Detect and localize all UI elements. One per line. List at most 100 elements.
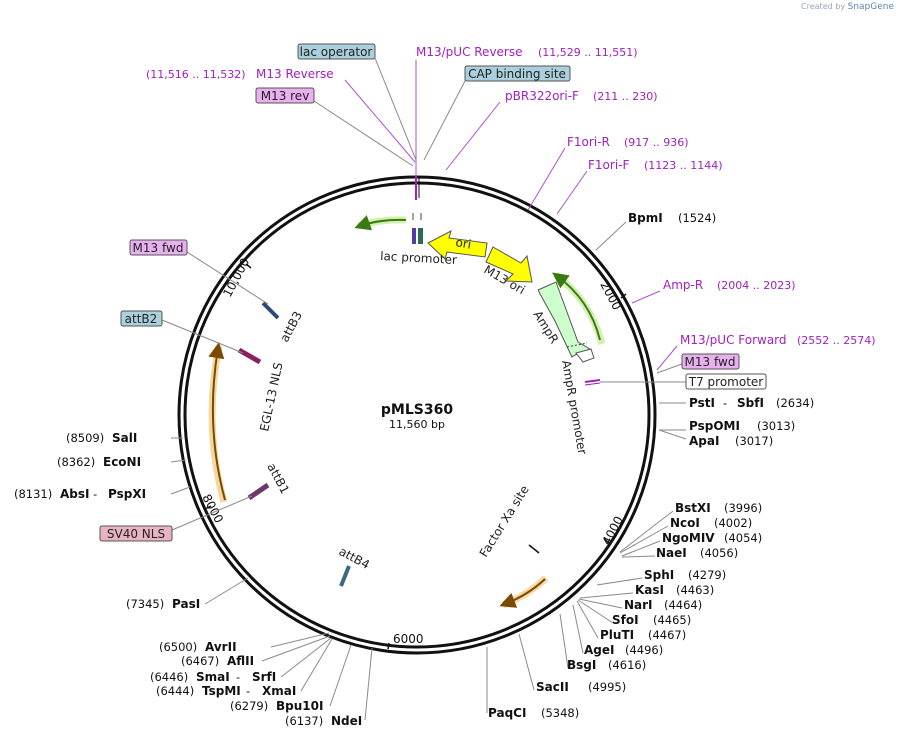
enzyme-pos: (6137) — [285, 714, 323, 728]
feature-leaders — [161, 57, 686, 531]
enzyme-pos: (3013) — [757, 419, 795, 433]
credit-prefix: Created by — [801, 2, 846, 11]
primer-name: M13/pUC Reverse — [416, 45, 523, 59]
lac-operator-label: lac operator — [300, 45, 373, 59]
primer-pos: (11,529 .. 11,551) — [538, 46, 638, 59]
enzyme-name: PluTI — [600, 628, 634, 642]
enzyme-name: SphI — [644, 568, 674, 582]
t7-promoter-box — [685, 373, 767, 390]
enzyme-agei: AgeI (4496) — [584, 643, 663, 657]
egl13-nls-label: EGL-13 NLS — [257, 361, 285, 432]
t7-promoter-label: T7 promoter — [688, 375, 764, 389]
enzyme-pos: (3017) — [735, 434, 773, 448]
cap-binding-box — [464, 65, 571, 82]
enzyme-name: PspOMI — [689, 419, 740, 433]
enzyme-pasi: (7345) PasI — [126, 597, 200, 611]
primer-name: M13 Reverse — [256, 67, 334, 81]
enzyme-pos: (8509) — [66, 431, 104, 445]
enzyme-pos: (2634) — [776, 396, 814, 410]
primer-name: M13/pUC Forward — [680, 333, 787, 347]
snapgene-credit: Created by SnapGene — [801, 2, 894, 12]
primer-name: F1ori-R — [567, 135, 610, 149]
enzyme-leaders — [170, 221, 687, 721]
lac-promoter-mark — [412, 228, 416, 244]
primer-pos: (1123 .. 1144) — [644, 159, 723, 172]
attb3-label: attB3 — [277, 309, 305, 344]
enzyme-smai-srfi: (6446) SmaI - SrfI — [150, 670, 276, 684]
enzyme-name: SfoI — [612, 613, 639, 627]
primer-m13puc-forward: M13/pUC Forward (2552 .. 2574) — [680, 333, 876, 347]
enzyme-kasi: KasI (4463) — [635, 583, 714, 597]
enzyme-name: SmaI — [196, 670, 230, 684]
primer-m13-reverse: (11,516 .. 11,532) M13 Reverse — [146, 67, 334, 81]
m13-fwd-left-label: M13 fwd — [133, 241, 184, 255]
enzyme-tspmi-xmai: (6444) TspMI - XmaI — [156, 684, 296, 698]
enzyme-name: PaqCI — [488, 706, 526, 720]
enzyme-bpmi: BpmI (1524) — [628, 211, 716, 225]
enzyme-sep: - — [246, 684, 250, 698]
enzyme-name: TspMI — [202, 684, 241, 698]
enzyme-econi: (8362) EcoNI — [57, 455, 141, 469]
tick-label-2000: 2000 — [597, 279, 624, 313]
enzyme-name: AgeI — [584, 643, 614, 657]
enzyme-naei: NaeI (4056) — [656, 546, 738, 560]
enzyme-pos: (6444) — [156, 684, 194, 698]
enzyme-name-2: SrfI — [252, 670, 276, 684]
enzyme-name: AvrII — [205, 640, 237, 654]
enzyme-name: AbsI — [60, 487, 89, 501]
enzyme-name: NcoI — [670, 516, 700, 530]
enzyme-ndei: (6137) NdeI — [285, 714, 362, 728]
enzyme-sfoi: SfoI (4465) — [612, 613, 691, 627]
enzyme-pos: (6446) — [150, 670, 188, 684]
feature-arc-factorxa-orange — [501, 575, 549, 609]
feature-arc-factorxa-orange-line — [499, 578, 546, 608]
enzyme-sacii: SacII (4995) — [536, 680, 626, 694]
m13-ori-arrow — [485, 246, 533, 283]
enzyme-name: ApaI — [689, 434, 719, 448]
enzyme-sphi: SphI (4279) — [644, 568, 726, 582]
lac-promoter-label: lac promoter — [380, 249, 457, 267]
enzyme-pluti: PluTI (4467) — [600, 628, 686, 642]
primer-pos: (11,516 .. 11,532) — [146, 68, 246, 81]
enzyme-name: NgoMIV — [662, 531, 715, 545]
plasmid-size: 11,560 bp — [389, 418, 445, 431]
enzyme-psti-sbfi: PstI - SbfI (2634) — [689, 396, 814, 410]
ori-label: ori — [454, 235, 472, 251]
enzyme-pos: (6467) — [181, 654, 219, 668]
ampr-promoter-label: AmpR promoter — [559, 359, 589, 455]
enzyme-paqci: PaqCI (5348) — [488, 706, 579, 720]
enzyme-name: PasI — [172, 597, 200, 611]
primer-pos: (211 .. 230) — [593, 90, 658, 103]
enzyme-name: EcoNI — [103, 455, 141, 469]
primer-name: pBR322ori-F — [505, 89, 579, 103]
tick-label-6000: 6000 — [393, 632, 424, 646]
enzyme-aflii: (6467) AflII — [181, 654, 254, 668]
enzyme-pos: (4002) — [714, 516, 752, 530]
enzyme-name: AflII — [227, 654, 254, 668]
attb1-label: attB1 — [264, 461, 292, 496]
feature-arc-top-green-line — [354, 215, 407, 231]
ampr-promoter-mark-2 — [584, 382, 601, 386]
m13-fwd-left-box — [129, 239, 188, 256]
attb2-label: attB2 — [125, 312, 158, 326]
m13-rev-box — [255, 87, 315, 104]
enzyme-pos: (8131) — [14, 487, 52, 501]
enzyme-pos: (7345) — [126, 597, 164, 611]
enzyme-pos: (4467) — [648, 628, 686, 642]
enzyme-sep: - — [93, 487, 97, 501]
snapgene-brand: SnapGene — [847, 2, 894, 12]
primer-m13puc-reverse: M13/pUC Reverse (11,529 .. 11,551) — [416, 45, 638, 59]
primer-pos: (917 .. 936) — [624, 136, 689, 149]
enzyme-absi-pspxi: (8131) AbsI - PspXI — [14, 487, 146, 501]
ampr-promoter-arrow — [575, 348, 595, 363]
m13-fwd-right-box — [681, 353, 740, 370]
factor-xa-label: Factor Xa site — [477, 483, 532, 560]
tick-marks — [204, 263, 627, 650]
enzyme-pos: (3996) — [724, 501, 762, 515]
enzyme-name-2: XmaI — [262, 684, 296, 698]
ampr-arrow — [537, 281, 592, 358]
tick-label-10000: 10,000 — [220, 256, 252, 300]
enzyme-sali: (8509) SalI — [66, 431, 137, 445]
enzyme-name: BsgI — [567, 658, 596, 672]
